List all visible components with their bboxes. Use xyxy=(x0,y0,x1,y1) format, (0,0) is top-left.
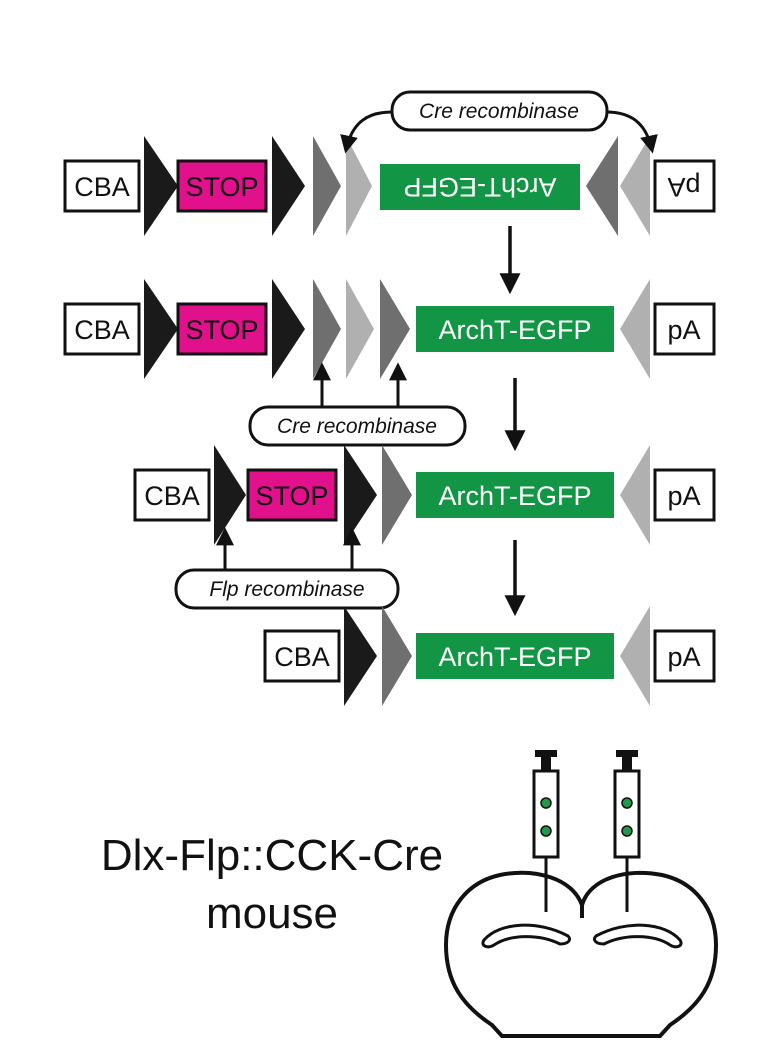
mouse-genotype-label: Dlx-Flp::CCK-Cre xyxy=(101,831,443,880)
frt-site-black-3b xyxy=(344,445,377,545)
cre-arrow-left xyxy=(340,110,393,154)
lox-site-darkgray-4 xyxy=(382,606,412,706)
hippocampus-left xyxy=(481,923,572,949)
lox-site-lightgray-2b xyxy=(620,279,650,379)
promoter-box-4 xyxy=(263,629,341,683)
construct-row-4: CBA ArchT-EGFP pA xyxy=(263,606,716,706)
polya-label-3: pA xyxy=(667,481,700,511)
virus-particle-icon xyxy=(540,797,552,809)
loxp-site-black-2b xyxy=(272,279,305,379)
brain-section-icon xyxy=(443,750,719,1038)
cre-label-pill-top xyxy=(390,90,609,132)
virus-particle-icon xyxy=(540,825,552,837)
construct-row-2: CBA STOP ArchT-EGFP pA xyxy=(63,279,716,379)
lox-site-lightgray-1b xyxy=(620,136,650,236)
cre-arrow-right xyxy=(605,110,658,154)
lox-site-lightgray-4 xyxy=(620,606,650,706)
lox-site-darkgray-1b xyxy=(586,136,618,236)
syringe-right-icon xyxy=(613,750,641,912)
frt-site-black-4 xyxy=(344,606,377,706)
lox-site-lightgray-3 xyxy=(620,445,650,545)
mouse-label: mouse xyxy=(206,889,338,938)
gene-label-4: ArchT-EGFP xyxy=(438,642,591,672)
gene-label-2: ArchT-EGFP xyxy=(438,315,591,345)
gene-inverted-label-1: ArchT-EGFP xyxy=(403,172,556,202)
flp-label-pill xyxy=(174,568,400,610)
gene-label-3: ArchT-EGFP xyxy=(438,481,591,511)
stop-cassette-2 xyxy=(176,302,268,356)
frt-site-black-3a xyxy=(214,445,246,545)
loxp-site-black-2a xyxy=(144,279,178,379)
cre-recombinase-top: Cre recombinase xyxy=(340,90,658,154)
promoter-box-1 xyxy=(63,159,141,213)
stop-label-3: STOP xyxy=(255,481,328,511)
cre-label-middle: Cre recombinase xyxy=(277,415,437,438)
lox-site-darkgray-2a xyxy=(313,279,341,379)
polya-box-1 xyxy=(653,159,716,213)
stop-cassette-1 xyxy=(176,159,268,213)
construct-row-1: CBA STOP ArchT-EGFP pA xyxy=(63,136,716,236)
cre-recombinase-middle: Cre recombinase xyxy=(248,362,467,447)
promoter-label-3: CBA xyxy=(144,481,200,511)
virus-particle-icon xyxy=(621,797,633,809)
lox-site-darkgray-3 xyxy=(382,445,412,545)
lox-site-lightgray-1a xyxy=(346,136,372,236)
stop-label-2: STOP xyxy=(185,315,258,345)
gene-inverted-box-1 xyxy=(380,164,580,210)
promoter-box-3 xyxy=(133,468,211,522)
hippocampus-right xyxy=(592,923,683,949)
lox-site-darkgray-1a xyxy=(313,136,341,236)
gene-box-4 xyxy=(416,633,614,679)
polya-label-4: pA xyxy=(667,642,700,672)
stop-cassette-3 xyxy=(246,468,338,522)
syringe-left-icon xyxy=(532,750,560,912)
polya-box-4 xyxy=(653,629,716,683)
virus-particle-icon xyxy=(621,825,633,837)
polya-label-1: pA xyxy=(667,172,700,202)
lox-site-lightgray-2a xyxy=(346,279,374,379)
polya-box-2 xyxy=(653,302,716,356)
flp-label: Flp recombinase xyxy=(209,578,364,601)
polya-label-2: pA xyxy=(667,315,700,345)
brain-outline xyxy=(443,870,719,1038)
flp-recombinase: Flp recombinase xyxy=(174,527,400,610)
construct-row-3: CBA STOP ArchT-EGFP pA xyxy=(133,445,716,545)
loxp-site-black-1b xyxy=(272,136,305,236)
promoter-label-2: CBA xyxy=(74,315,130,345)
promoter-label-4: CBA xyxy=(274,642,330,672)
cre-label-pill-middle xyxy=(248,405,467,447)
promoter-label-1: CBA xyxy=(74,172,130,202)
promoter-box-2 xyxy=(63,302,141,356)
lox-site-darkgray-2b xyxy=(380,279,410,379)
stop-label-1: STOP xyxy=(185,172,258,202)
gene-box-3 xyxy=(416,472,614,518)
polya-box-3 xyxy=(653,468,716,522)
loxp-site-black-1a xyxy=(144,136,178,236)
gene-box-2 xyxy=(416,306,614,352)
cre-label-top: Cre recombinase xyxy=(419,100,579,123)
